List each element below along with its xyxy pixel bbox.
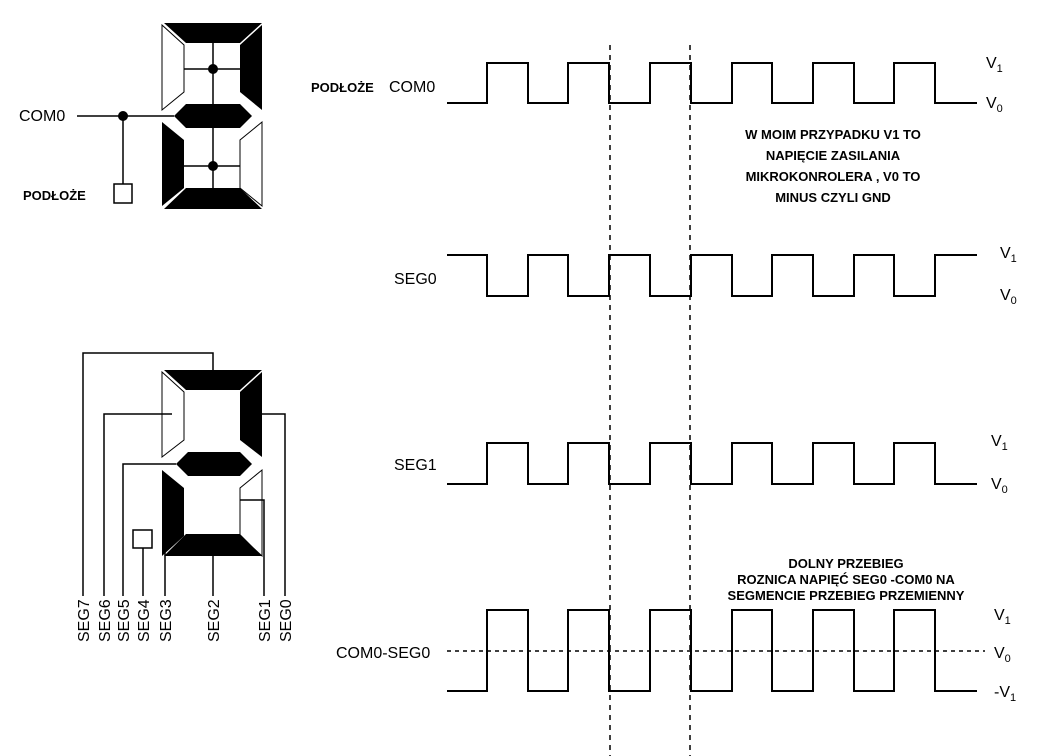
note-line: MINUS CZYLI GND	[775, 190, 891, 205]
note-alternating-waveform: DOLNY PRZEBIEG ROZNICA NAPIĘĆ SEG0 -COM0…	[728, 556, 965, 603]
junction-dot	[208, 161, 218, 171]
top-seven-segment-display: COM0 PODŁOŻE	[19, 23, 263, 209]
level-neg-v1: -V1	[994, 684, 1016, 704]
segment-d	[164, 188, 262, 209]
segment-e	[162, 470, 184, 556]
level-v0: V0	[986, 95, 1003, 115]
pin-label-seg2: SEG2	[206, 599, 223, 642]
com0-substrate-prefix: PODŁOŻE	[311, 80, 374, 95]
waveform-seg1: SEG1 V1 V0	[394, 433, 1008, 496]
note-line: ROZNICA NAPIĘĆ SEG0 -COM0 NA	[737, 572, 955, 587]
level-v1: V1	[1000, 245, 1017, 265]
seg1-waveform-label: SEG1	[394, 457, 437, 474]
seg4-pad	[132, 529, 153, 549]
pin-label-seg1: SEG1	[257, 599, 274, 642]
note-line: W MOIM PRZYPADKU V1 TO	[745, 127, 921, 142]
pin-label-seg6: SEG6	[97, 599, 114, 642]
seg0-waveform-label: SEG0	[394, 271, 437, 288]
pin-labels: SEG7 SEG6 SEG5 SEG4 SEG3 SEG2 SEG1 SEG0	[76, 599, 295, 642]
level-v0: V0	[994, 645, 1011, 665]
level-v1: V1	[994, 607, 1011, 627]
pin-label-seg0: SEG0	[278, 599, 295, 642]
note-line: SEGMENCIE PRZEBIEG PRZEMIENNY	[728, 588, 965, 603]
level-v1: V1	[991, 433, 1008, 453]
level-v1: V1	[986, 55, 1003, 75]
note-supply-voltage: W MOIM PRZYPADKU V1 TO NAPIĘCIE ZASILANI…	[745, 127, 921, 205]
segment-g	[174, 104, 252, 128]
waveform-com0-seg0: COM0-SEG0 V1 V0 -V1	[336, 607, 1016, 704]
waveform-com0: PODŁOŻE COM0 V1 V0	[311, 55, 1003, 115]
pin-label-seg3: SEG3	[158, 599, 175, 642]
segment-b	[240, 25, 262, 110]
com0-label: COM0	[19, 108, 65, 125]
level-v0: V0	[1000, 287, 1017, 307]
pin-label-seg4: SEG4	[136, 599, 153, 642]
segment-d	[164, 534, 262, 556]
segment-b	[240, 372, 262, 457]
segment-a	[164, 23, 262, 43]
note-line: DOLNY PRZEBIEG	[788, 556, 903, 571]
note-line: NAPIĘCIE ZASILANIA	[766, 148, 901, 163]
substrate-pad	[113, 183, 133, 204]
com0-seg0-waveform-label: COM0-SEG0	[336, 645, 430, 662]
junction-dot	[208, 64, 218, 74]
pin-label-seg5: SEG5	[116, 599, 133, 642]
segment-e	[162, 122, 184, 206]
note-line: MIKROKONROLERA , V0 TO	[746, 169, 921, 184]
segment-a	[164, 370, 262, 390]
waveform-seg0: SEG0 V1 V0	[394, 245, 1017, 307]
pin-label-seg7: SEG7	[76, 599, 93, 642]
com0-waveform-label: COM0	[389, 79, 435, 96]
segment-f	[161, 370, 185, 459]
substrate-label: PODŁOŻE	[23, 188, 86, 203]
segment-g	[176, 452, 252, 476]
segment-f	[161, 23, 185, 112]
bottom-seven-segment-display: SEG7 SEG6 SEG5 SEG4 SEG3 SEG2 SEG1 SEG0	[76, 352, 295, 642]
level-v0: V0	[991, 476, 1008, 496]
